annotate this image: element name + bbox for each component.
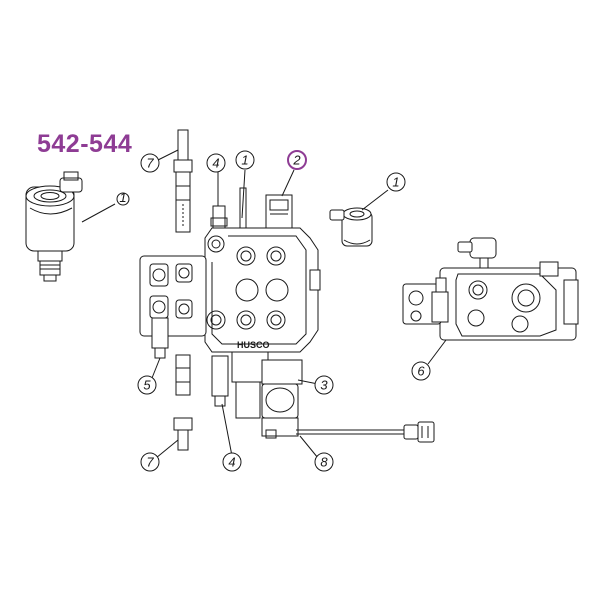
wire-harness (296, 421, 435, 443)
assembled-valve (402, 237, 579, 341)
callout-c8: 8 (314, 452, 334, 472)
spool-link-lower (173, 354, 193, 451)
callout-label: 3 (320, 378, 328, 393)
callout-label: 8 (320, 455, 328, 470)
callout-label: 1 (119, 190, 126, 205)
callout-label: 5 (143, 378, 151, 393)
callout-c6: 6 (411, 361, 431, 381)
solenoid-cartridge (25, 171, 83, 282)
callout-c2-top: 2 (287, 150, 307, 170)
callout-label: 2 (292, 153, 301, 168)
lower-solenoid-assembly (211, 351, 303, 439)
spool-link-upper (173, 129, 193, 233)
callout-c4-top: 4 (206, 153, 226, 173)
callout-c1-top: 1 (235, 150, 255, 170)
callout-c7-bottom: 7 (140, 452, 160, 472)
coil-part (329, 207, 373, 247)
leader-lines (81, 149, 447, 459)
callout-c4-bottom: 4 (222, 452, 242, 472)
callout-label: 4 (228, 455, 235, 470)
callout-label: 7 (146, 455, 154, 470)
callout-c3: 3 (314, 375, 334, 395)
brand-label: HUSCO (237, 340, 270, 350)
callout-label: 4 (212, 156, 219, 171)
callout-c5: 5 (137, 375, 157, 395)
callout-c7-top: 7 (140, 153, 160, 173)
callouts: 7 4 1 2 1 1 5 3 6 7 4 8 (116, 150, 431, 472)
callout-label: 7 (146, 156, 154, 171)
callout-c1-coil: 1 (386, 172, 406, 192)
callout-label: 1 (392, 175, 399, 190)
callout-label: 1 (241, 153, 248, 168)
valve-body: HUSCO (139, 187, 321, 359)
callout-c1-solenoid: 1 (116, 190, 130, 206)
diagram-title: 542-544 (37, 130, 133, 158)
callout-label: 6 (417, 364, 425, 379)
